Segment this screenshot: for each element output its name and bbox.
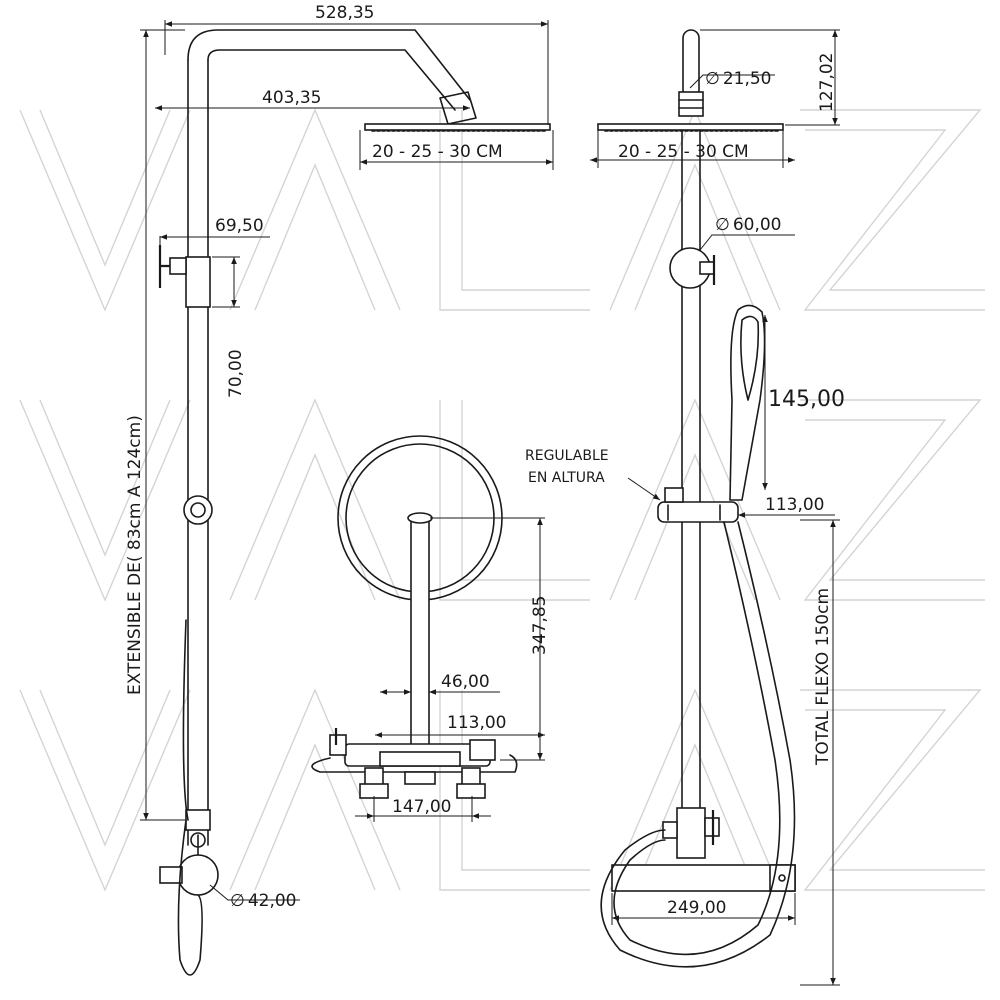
front-rain-head bbox=[597, 123, 784, 131]
valaz-watermark bbox=[19, 108, 986, 891]
front-hose bbox=[600, 521, 796, 968]
front-mixer-connector bbox=[676, 807, 706, 859]
dim-pipe-diameter: 21,50 bbox=[723, 69, 772, 89]
dim-mixer-length: 249,00 bbox=[667, 898, 726, 918]
dim-connector-offset: 69,50 bbox=[215, 216, 264, 236]
svg-text:∅21,50: ∅21,50 bbox=[705, 69, 771, 89]
dim-head-size-left: 20 - 25 - 30 CM bbox=[372, 142, 503, 162]
side-dimensions: 528,35 403,35 20 - 25 - 30 CM 69,50 70,0… bbox=[125, 3, 554, 911]
slider-clip bbox=[183, 495, 213, 525]
side-view bbox=[158, 29, 551, 976]
dim-inlet-spacing: 147,00 bbox=[392, 797, 451, 817]
top-connector bbox=[185, 256, 211, 308]
diameter-symbol: ∅ bbox=[715, 215, 730, 235]
dim-slider-width: 113,00 bbox=[765, 495, 824, 515]
dim-holder-diameter: 60,00 bbox=[733, 215, 782, 235]
dim-head-size-right: 20 - 25 - 30 CM bbox=[618, 142, 749, 162]
front-riser bbox=[681, 129, 701, 836]
label-en-altura: EN ALTURA bbox=[528, 470, 605, 486]
riser-pipe bbox=[187, 59, 209, 846]
diameter-symbol: ∅ bbox=[705, 69, 720, 89]
dim-extensible: EXTENSIBLE DE( 83cm A 124cm) bbox=[125, 415, 145, 695]
top-view-dimensions: 347,85 46,00 113,00 147,00 bbox=[355, 517, 550, 822]
dim-top-height: 127,02 bbox=[817, 53, 837, 112]
dim-connector-height: 70,00 bbox=[226, 349, 246, 398]
side-hose bbox=[177, 619, 203, 976]
dim-total-width: 528,35 bbox=[315, 3, 374, 23]
rain-shower-head bbox=[364, 123, 551, 131]
front-view-dimensions: ∅21,50 127,02 20 - 25 - 30 CM ∅60,00 145… bbox=[525, 29, 845, 986]
dim-arm-length: 403,35 bbox=[262, 88, 321, 108]
dim-body-depth: 113,00 bbox=[447, 713, 506, 733]
svg-text:∅60,00: ∅60,00 bbox=[715, 215, 781, 235]
front-top-pipe bbox=[682, 29, 700, 101]
side-mixer-body bbox=[185, 809, 211, 831]
dim-total-flexo: TOTAL FLEXO 150cm bbox=[813, 588, 833, 766]
dim-vertical-center: 347,85 bbox=[530, 596, 550, 655]
dim-pipe-width: 46,00 bbox=[441, 672, 490, 692]
diameter-symbol: ∅ bbox=[230, 891, 245, 911]
side-knob bbox=[177, 854, 219, 896]
front-mixer-bar bbox=[611, 864, 796, 892]
watermark-row bbox=[19, 108, 985, 312]
top-view-riser bbox=[410, 514, 430, 756]
shower-arm bbox=[187, 29, 471, 111]
front-slider bbox=[657, 501, 739, 523]
hand-shower bbox=[729, 304, 766, 501]
svg-text:∅42,00: ∅42,00 bbox=[230, 891, 296, 911]
dim-handshower-length: 145,00 bbox=[768, 387, 845, 412]
dim-knob-diameter: 42,00 bbox=[248, 891, 297, 911]
label-regulable: REGULABLE bbox=[525, 448, 609, 464]
top-view bbox=[311, 435, 518, 799]
